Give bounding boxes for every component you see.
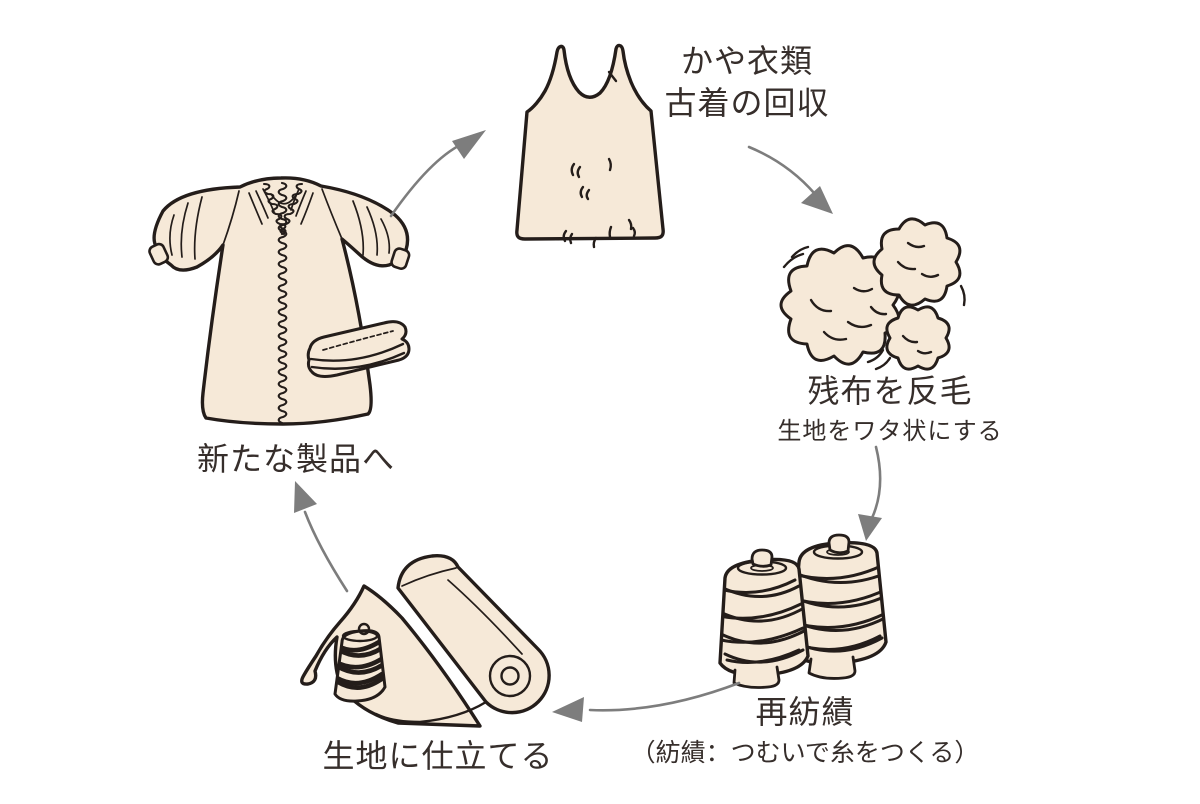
- arrow-tailoring-to-product: [294, 481, 349, 593]
- fabric-stitch-marks: [562, 70, 636, 249]
- yarn-cone-left: [718, 548, 810, 689]
- label-new-product-line1: 新たな製品へ: [196, 440, 395, 478]
- label-collection-line1: かや衣類: [680, 42, 813, 80]
- right-cuff: [390, 247, 411, 270]
- label-respinning-line1: 再紡績: [755, 693, 855, 731]
- arrow-collection-to-garnetting: [747, 145, 833, 214]
- label-tailoring-line1: 生地に仕立てる: [322, 737, 554, 775]
- arrow-garnetting-to-respinning: [858, 445, 882, 541]
- left-cuff: [148, 242, 170, 266]
- label-collection-line2: 古着の回収: [664, 84, 830, 123]
- dress-illustration: [148, 176, 411, 426]
- label-respinning: 再紡績 （紡績：つむいで糸をつくる）: [605, 691, 1005, 770]
- cotton-fluff-illustration: [779, 217, 966, 371]
- label-collection: かや衣類 古着の回収: [572, 40, 922, 124]
- arrow-product-to-collection: [389, 130, 486, 218]
- label-new-product: 新たな製品へ: [146, 438, 446, 480]
- label-garnetting-line2: 生地をワタ状にする: [777, 417, 1003, 446]
- yarn-cones-illustration: [718, 533, 888, 689]
- yarn-cone-right: [789, 533, 888, 680]
- label-respinning-line2: （紡績：つむいで糸をつくる）: [630, 738, 980, 768]
- necklace-line: [270, 193, 297, 205]
- label-tailoring: 生地に仕立てる: [288, 735, 588, 777]
- fluff-curl-details: [782, 241, 966, 371]
- label-garnetting: 残布を反毛 生地をワタ状にする: [715, 370, 1065, 447]
- ruffle-placket: [262, 181, 304, 425]
- label-garnetting-line1: 残布を反毛: [807, 372, 973, 410]
- small-yarn-cone: [333, 622, 387, 703]
- folded-towel: [306, 320, 411, 378]
- fabric-roll-illustration: [300, 554, 551, 728]
- fabric-bolt: [374, 554, 551, 724]
- arrow-respinning-to-tailoring: [552, 681, 741, 722]
- tank-top-illustration: [515, 43, 665, 249]
